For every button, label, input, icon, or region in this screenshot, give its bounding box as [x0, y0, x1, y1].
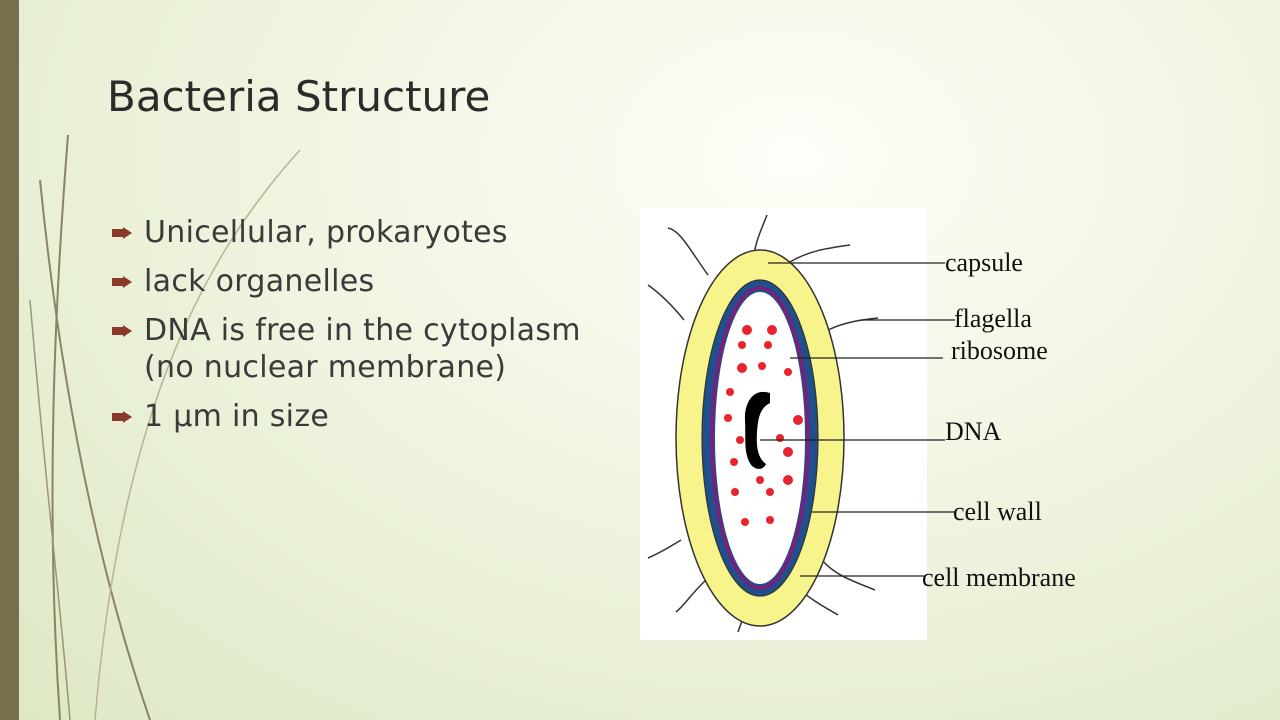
label-dna: DNA: [945, 417, 1002, 446]
bullet-item: lack organelles: [112, 263, 582, 300]
bullet-text: Unicellular, prokaryotes: [144, 215, 508, 250]
diagram-background: [640, 208, 927, 640]
slide-title: Bacteria Structure: [107, 72, 491, 121]
bullet-text: lack organelles: [144, 264, 375, 299]
label-ribosome: ribosome: [951, 336, 1048, 365]
bullet-item: Unicellular, prokaryotes: [112, 214, 582, 251]
label-capsule: capsule: [945, 248, 1023, 277]
bullet-item: DNA is free in the cytoplasm (no nuclear…: [112, 312, 582, 386]
label-cell-membrane: cell membrane: [922, 563, 1076, 592]
bullet-text: DNA is free in the cytoplasm (no nuclear…: [144, 313, 581, 385]
decorative-strokes: [29, 134, 301, 720]
label-flagella: flagella: [954, 304, 1032, 333]
bullet-list: Unicellular, prokaryotes lack organelles…: [112, 214, 582, 447]
arrow-bullet-icon: [112, 276, 132, 288]
bullet-text: 1 μm in size: [144, 399, 330, 434]
bullet-item: 1 μm in size: [112, 398, 582, 435]
label-cell-wall: cell wall: [953, 497, 1042, 526]
arrow-bullet-icon: [112, 411, 132, 423]
arrow-bullet-icon: [112, 325, 132, 337]
arrow-bullet-icon: [112, 227, 132, 239]
left-accent-bar: [0, 0, 19, 720]
